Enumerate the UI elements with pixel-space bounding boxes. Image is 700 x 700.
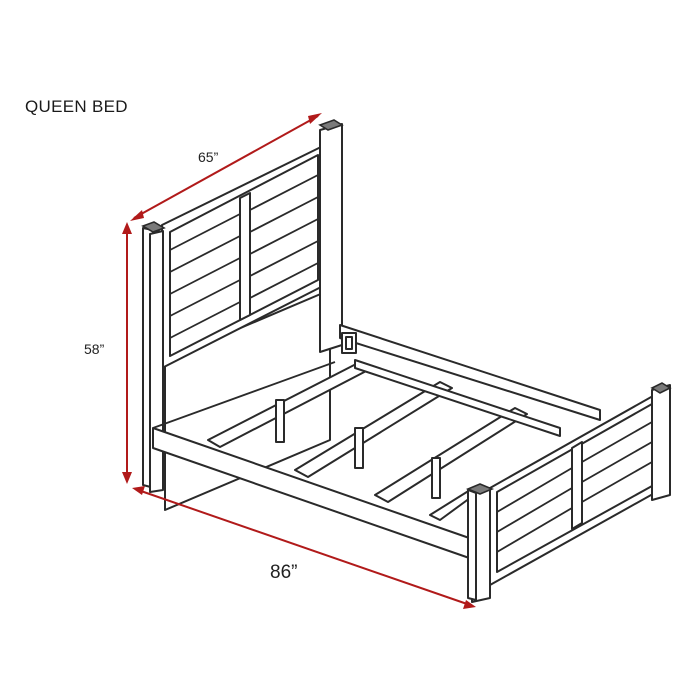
headboard-inner-frame [169, 154, 319, 357]
headboard-slats-right [249, 174, 319, 299]
headboard-left-post [149, 230, 164, 493]
headboard-right-post-cap [318, 119, 344, 131]
footboard-left-post-face [467, 489, 477, 601]
headboard-slats-left [169, 213, 241, 339]
headboard-right-post [319, 123, 343, 353]
support-leg-3 [431, 457, 441, 499]
width-dimension: 65” [130, 113, 322, 221]
footboard-center-divider [571, 441, 583, 530]
length-dimension: 86” [132, 486, 476, 609]
bed-frame [152, 324, 601, 561]
height-label: 58” [84, 341, 105, 357]
footboard-left-post-cap [465, 483, 495, 495]
support-leg-1 [275, 399, 285, 443]
height-dimension: 58” [84, 222, 132, 484]
footboard-right-post-cap [650, 382, 672, 394]
footboard-slats-left [496, 467, 573, 553]
footboard-right-post [651, 384, 671, 501]
cross-slat-3 [374, 407, 528, 503]
center-support-rail [354, 359, 561, 437]
footboard [465, 382, 672, 603]
headboard-rail-edge [152, 361, 336, 429]
cross-slats [207, 361, 528, 521]
length-label: 86” [270, 562, 297, 583]
diagram-title: QUEEN BED [25, 97, 128, 116]
footboard-slats-right [581, 421, 653, 503]
width-label: 65” [198, 149, 219, 165]
support-leg-2 [354, 427, 364, 469]
rail-bracket-slot [345, 336, 353, 350]
cross-slat-2 [294, 381, 453, 478]
headboard-left-post-cap [141, 221, 166, 233]
headboard-center-divider [239, 192, 251, 321]
far-side-rail [339, 324, 601, 421]
